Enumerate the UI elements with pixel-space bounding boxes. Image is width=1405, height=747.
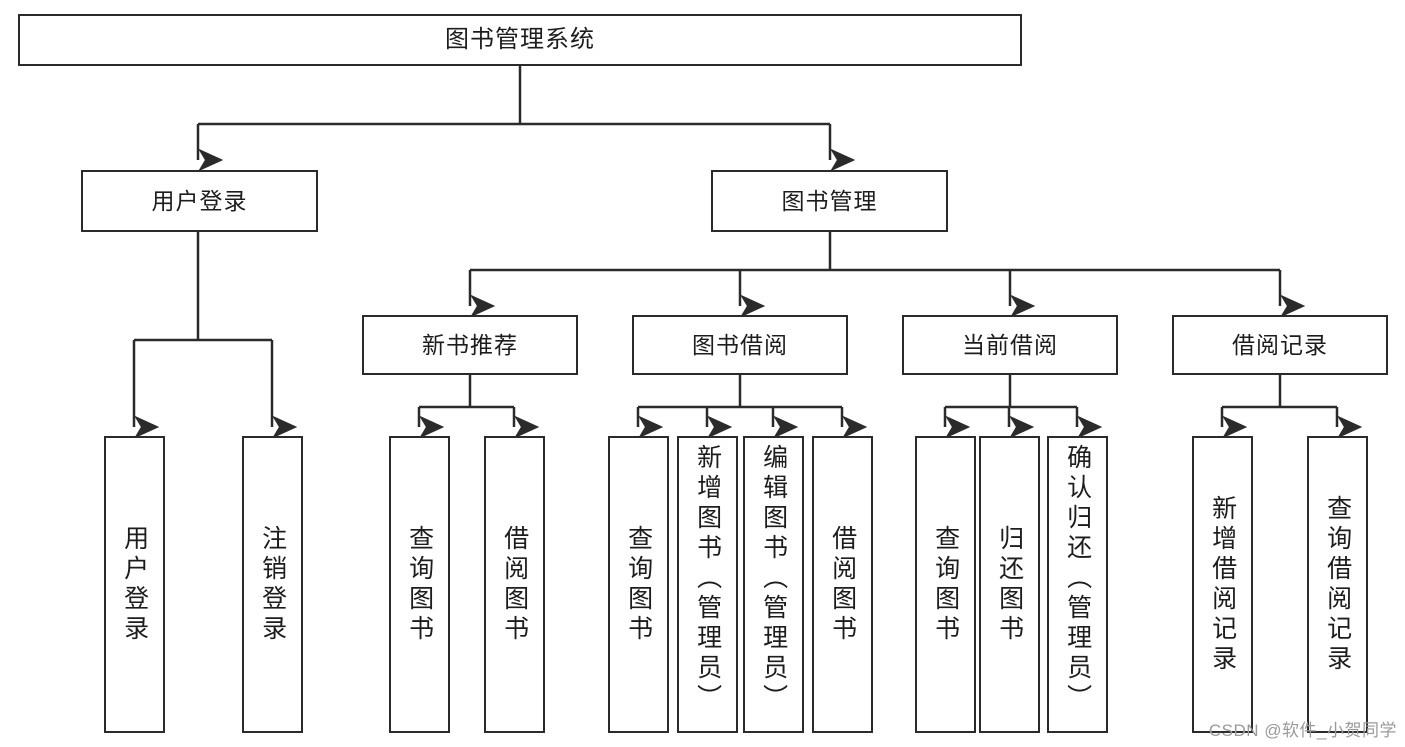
node-label: 编辑图书（管理员） (759, 444, 788, 714)
node-label: 当前借阅 (962, 331, 1058, 358)
node-label: 注销登录 (258, 524, 287, 645)
node-current-borrow[interactable]: 当前借阅 (902, 315, 1118, 375)
leaf-borrow-borrow-book[interactable]: 借阅图书 (812, 436, 873, 733)
node-label: 新书推荐 (422, 331, 518, 358)
leaf-current-return-book[interactable]: 归还图书 (979, 436, 1040, 733)
leaf-borrow-query-book[interactable]: 查询图书 (608, 436, 669, 733)
node-label: 借阅记录 (1232, 331, 1328, 358)
node-label: 归还图书 (995, 524, 1024, 645)
node-label: 新增借阅记录 (1208, 494, 1237, 675)
leaf-current-query-book[interactable]: 查询图书 (915, 436, 976, 733)
node-label: 确认归还（管理员） (1063, 444, 1092, 714)
node-label: 查询图书 (931, 524, 960, 645)
node-label: 查询图书 (405, 524, 434, 645)
leaf-records-query-record[interactable]: 查询借阅记录 (1307, 436, 1368, 733)
leaf-current-confirm-return-admin[interactable]: 确认归还（管理员） (1047, 436, 1108, 733)
leaf-borrow-add-book-admin[interactable]: 新增图书（管理员） (677, 436, 738, 733)
node-label: 查询图书 (624, 524, 653, 645)
node-user-login[interactable]: 用户登录 (81, 170, 318, 232)
leaf-records-add-record[interactable]: 新增借阅记录 (1192, 436, 1253, 733)
node-new-book-recommend[interactable]: 新书推荐 (362, 315, 578, 375)
watermark: CSDN @软件_小贺同学 (1208, 721, 1397, 740)
node-book-borrow[interactable]: 图书借阅 (632, 315, 848, 375)
node-label: 图书借阅 (692, 331, 788, 358)
node-label: 用户登录 (120, 524, 149, 645)
node-label: 借阅图书 (500, 524, 529, 645)
leaf-recommend-borrow-book[interactable]: 借阅图书 (484, 436, 545, 733)
node-label: 图书管理 (781, 187, 878, 214)
node-label: 新增图书（管理员） (693, 444, 722, 714)
node-label: 借阅图书 (828, 524, 857, 645)
node-root-system[interactable]: 图书管理系统 (18, 14, 1022, 66)
leaf-recommend-query-book[interactable]: 查询图书 (389, 436, 450, 733)
leaf-user-logout[interactable]: 注销登录 (242, 436, 303, 733)
node-book-management[interactable]: 图书管理 (711, 170, 948, 232)
node-label: 图书管理系统 (445, 26, 595, 54)
node-borrow-records[interactable]: 借阅记录 (1172, 315, 1388, 375)
node-label: 用户登录 (151, 187, 248, 214)
leaf-borrow-edit-book-admin[interactable]: 编辑图书（管理员） (743, 436, 804, 733)
leaf-user-login[interactable]: 用户登录 (104, 436, 165, 733)
node-label: 查询借阅记录 (1323, 494, 1352, 675)
